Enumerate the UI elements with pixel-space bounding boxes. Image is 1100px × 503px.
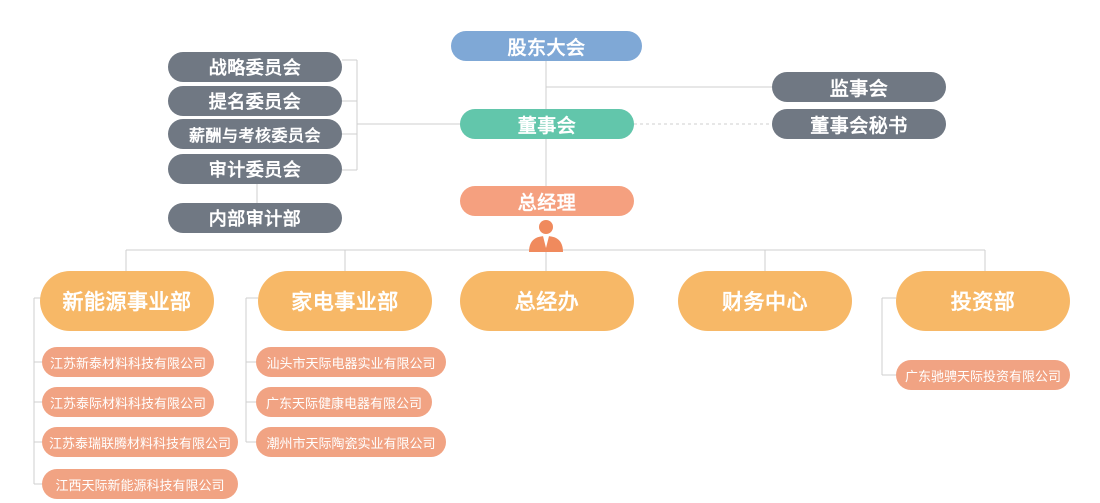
board-secretary[interactable]: 董事会秘书: [772, 109, 946, 139]
subsidiary-shantou-tianji[interactable]: 汕头市天际电器实业有限公司: [256, 347, 446, 377]
committee-strategy[interactable]: 战略委员会: [168, 52, 342, 82]
dept-finance-center[interactable]: 财务中心: [678, 271, 852, 331]
subsidiary-jiangsu-tairui[interactable]: 江苏泰瑞联腾材料科技有限公司: [42, 427, 238, 457]
supervisory-board[interactable]: 监事会: [772, 72, 946, 102]
board-of-directors[interactable]: 董事会: [460, 109, 634, 139]
dept-investment[interactable]: 投资部: [896, 271, 1070, 331]
dept-gm-office[interactable]: 总经办: [460, 271, 634, 331]
subsidiary-guangdong-health[interactable]: 广东天际健康电器有限公司: [256, 387, 432, 417]
committee-nomination[interactable]: 提名委员会: [168, 86, 342, 116]
subsidiary-jiangsu-xintai[interactable]: 江苏新泰材料科技有限公司: [42, 347, 214, 377]
committee-remuneration[interactable]: 薪酬与考核委员会: [168, 119, 342, 149]
dept-home-appliance[interactable]: 家电事业部: [258, 271, 432, 331]
subsidiary-guangdong-chicheng[interactable]: 广东驰骋天际投资有限公司: [896, 360, 1070, 390]
internal-audit-dept[interactable]: 内部审计部: [168, 203, 342, 233]
subsidiary-chaozhou-ceramics[interactable]: 潮州市天际陶瓷实业有限公司: [256, 427, 446, 457]
subsidiary-jiangxi-tianji[interactable]: 江西天际新能源科技有限公司: [42, 469, 238, 499]
dept-new-energy[interactable]: 新能源事业部: [40, 271, 214, 331]
person-icon: [529, 220, 563, 252]
general-manager[interactable]: 总经理: [460, 186, 634, 216]
committee-audit[interactable]: 审计委员会: [168, 154, 342, 184]
shareholders-meeting[interactable]: 股东大会: [451, 31, 642, 61]
subsidiary-jiangsu-taiji[interactable]: 江苏泰际材料科技有限公司: [42, 387, 214, 417]
